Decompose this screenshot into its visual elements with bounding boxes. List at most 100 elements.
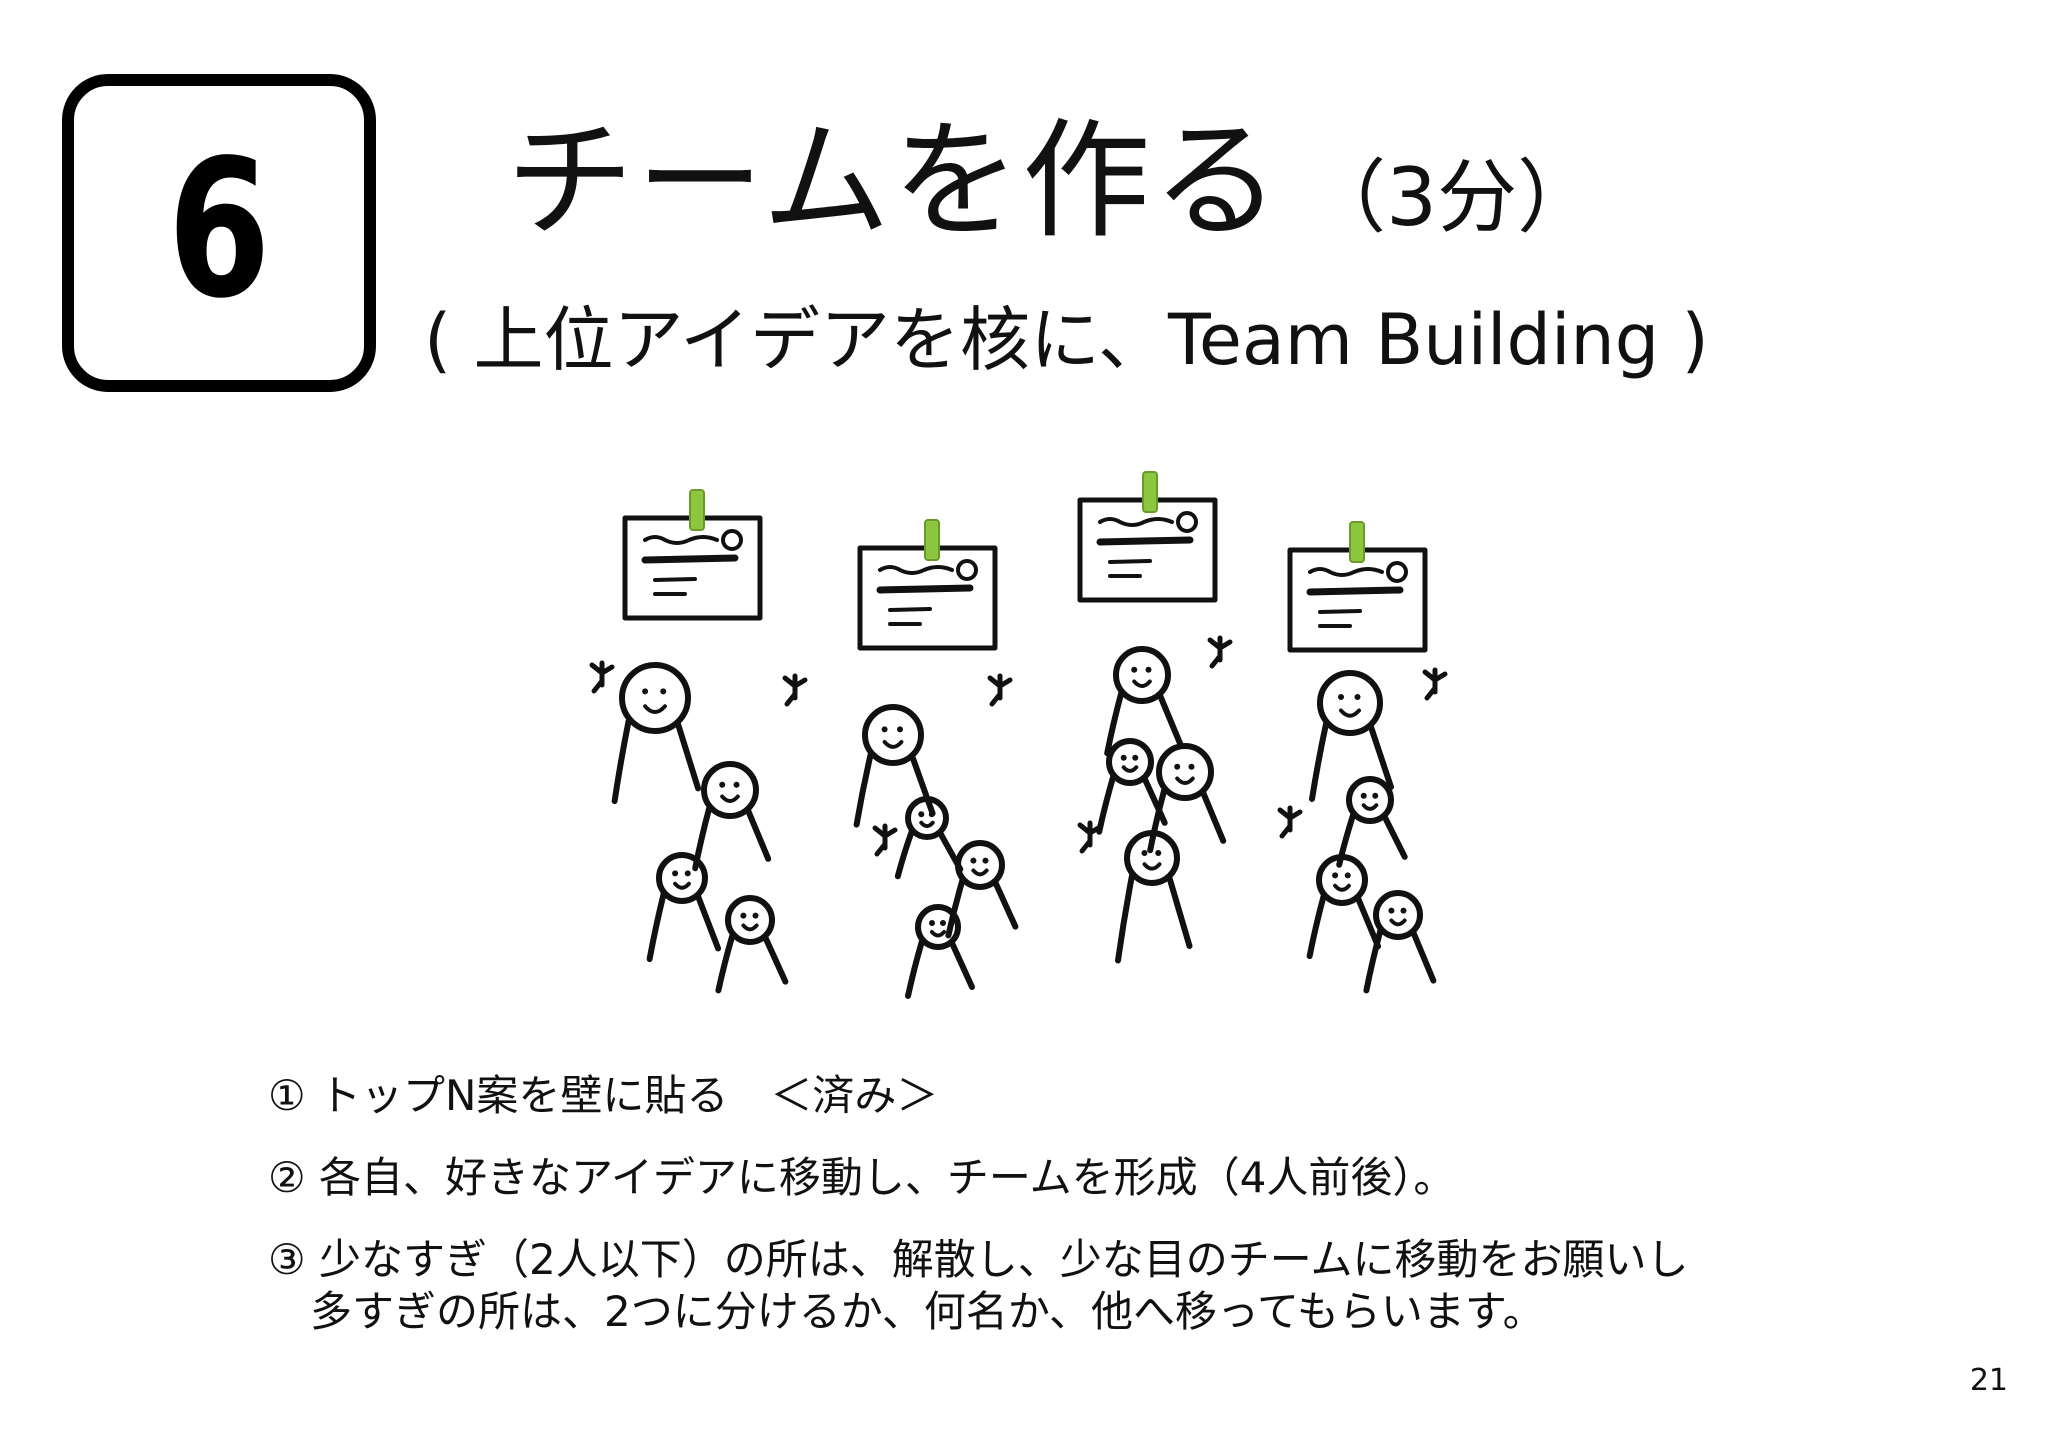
stick-person [611,662,702,805]
card-doodle [721,529,743,551]
person-body [1306,893,1327,960]
raised-hand [1077,820,1103,854]
page-number: 21 [1969,1363,2008,1398]
person-body [1200,789,1227,844]
person-smile [1175,776,1195,786]
person-head [725,895,775,945]
person-eye [1145,666,1152,673]
person-body [945,877,966,939]
person-eye [719,781,726,788]
card-scribble [1098,517,1174,527]
person-head [1124,830,1180,886]
card-scribble [1108,559,1152,564]
stick-person [905,904,975,999]
stick-person [1104,646,1184,757]
person-eye [672,870,679,877]
person-smile [741,923,759,932]
person-body [1368,724,1394,790]
person-smile [1339,708,1361,718]
person-eye [1372,792,1379,799]
person-body [715,932,736,994]
idea-group [853,519,1019,999]
person-eye [1354,694,1361,700]
person-head [1316,854,1368,906]
person-eye [897,726,903,733]
card-scribble [878,565,954,575]
person-smile [930,930,946,938]
card-scribble [653,577,697,582]
person-body [1166,875,1193,949]
person-body [646,891,667,963]
slide-subtitle: ( 上位アイデアを核に、Team Building ) [424,299,1709,381]
slide-title: チームを作る（3分） [506,118,1597,246]
person-eye [881,726,888,733]
step-number: 6 [167,119,271,340]
stick-person [1147,743,1227,854]
person-body [1141,775,1168,826]
raised-hand [1277,805,1303,839]
person-head [915,904,961,950]
person-body [905,938,925,999]
card-scribble [1318,609,1362,614]
pin [1142,471,1158,513]
person-body [695,893,722,952]
person-eye [1332,872,1339,879]
person-eye [1338,694,1344,700]
person-eye [1400,907,1407,914]
idea-group [611,489,789,994]
person-body [1381,813,1408,860]
person-eye [1188,763,1195,770]
stick-person [894,796,964,880]
person-head [905,796,949,840]
person-body [909,754,936,817]
pin [1349,521,1365,563]
person-body [1410,929,1437,984]
card-scribble [888,607,932,612]
stick-person [1309,670,1394,802]
person-body [1096,773,1117,835]
person-smile [1361,803,1379,811]
person-eye [733,781,740,788]
person-smile [882,740,904,749]
person-eye [642,688,649,695]
person-eye [928,811,935,818]
stick-person [715,895,789,994]
stick-person [646,852,722,963]
person-smile [1389,918,1407,927]
person-eye [929,920,935,926]
person-smile [919,820,935,829]
idea-group [1287,521,1437,994]
person-head [955,840,1005,890]
stick-person [945,840,1019,939]
person-body [1115,872,1135,964]
step-number-box: 6 [62,74,376,392]
instruction-3: ③ 少なすぎ（2人以下）の所は、解散し、少な目のチームに移動をお願いし [268,1235,1689,1284]
pin [689,489,705,531]
instruction-1: ① トップN案を壁に貼る ＜済み＞ [268,1071,939,1120]
person-head [862,704,924,766]
person-smile [1132,679,1152,689]
person-head [701,761,759,819]
person-eye [1120,754,1127,761]
person-smile [643,704,667,715]
person-body [745,807,772,862]
person-head [1156,743,1214,801]
person-body [992,879,1019,930]
person-head [1317,670,1383,736]
person-eye [918,811,925,818]
stick-person [1336,776,1408,868]
person-eye [1141,850,1148,856]
person-eye [684,870,691,877]
person-body [1309,721,1329,802]
person-smile [720,794,740,804]
person-eye [982,857,989,864]
title-duration: （3分） [1306,151,1598,244]
stick-person [1363,890,1437,994]
person-eye [970,857,977,864]
person-eye [1344,872,1351,879]
person-body [949,940,975,990]
person-body [1363,927,1384,994]
person-body [853,751,874,828]
card-scribble [643,535,719,545]
card-doodle [1386,561,1408,583]
